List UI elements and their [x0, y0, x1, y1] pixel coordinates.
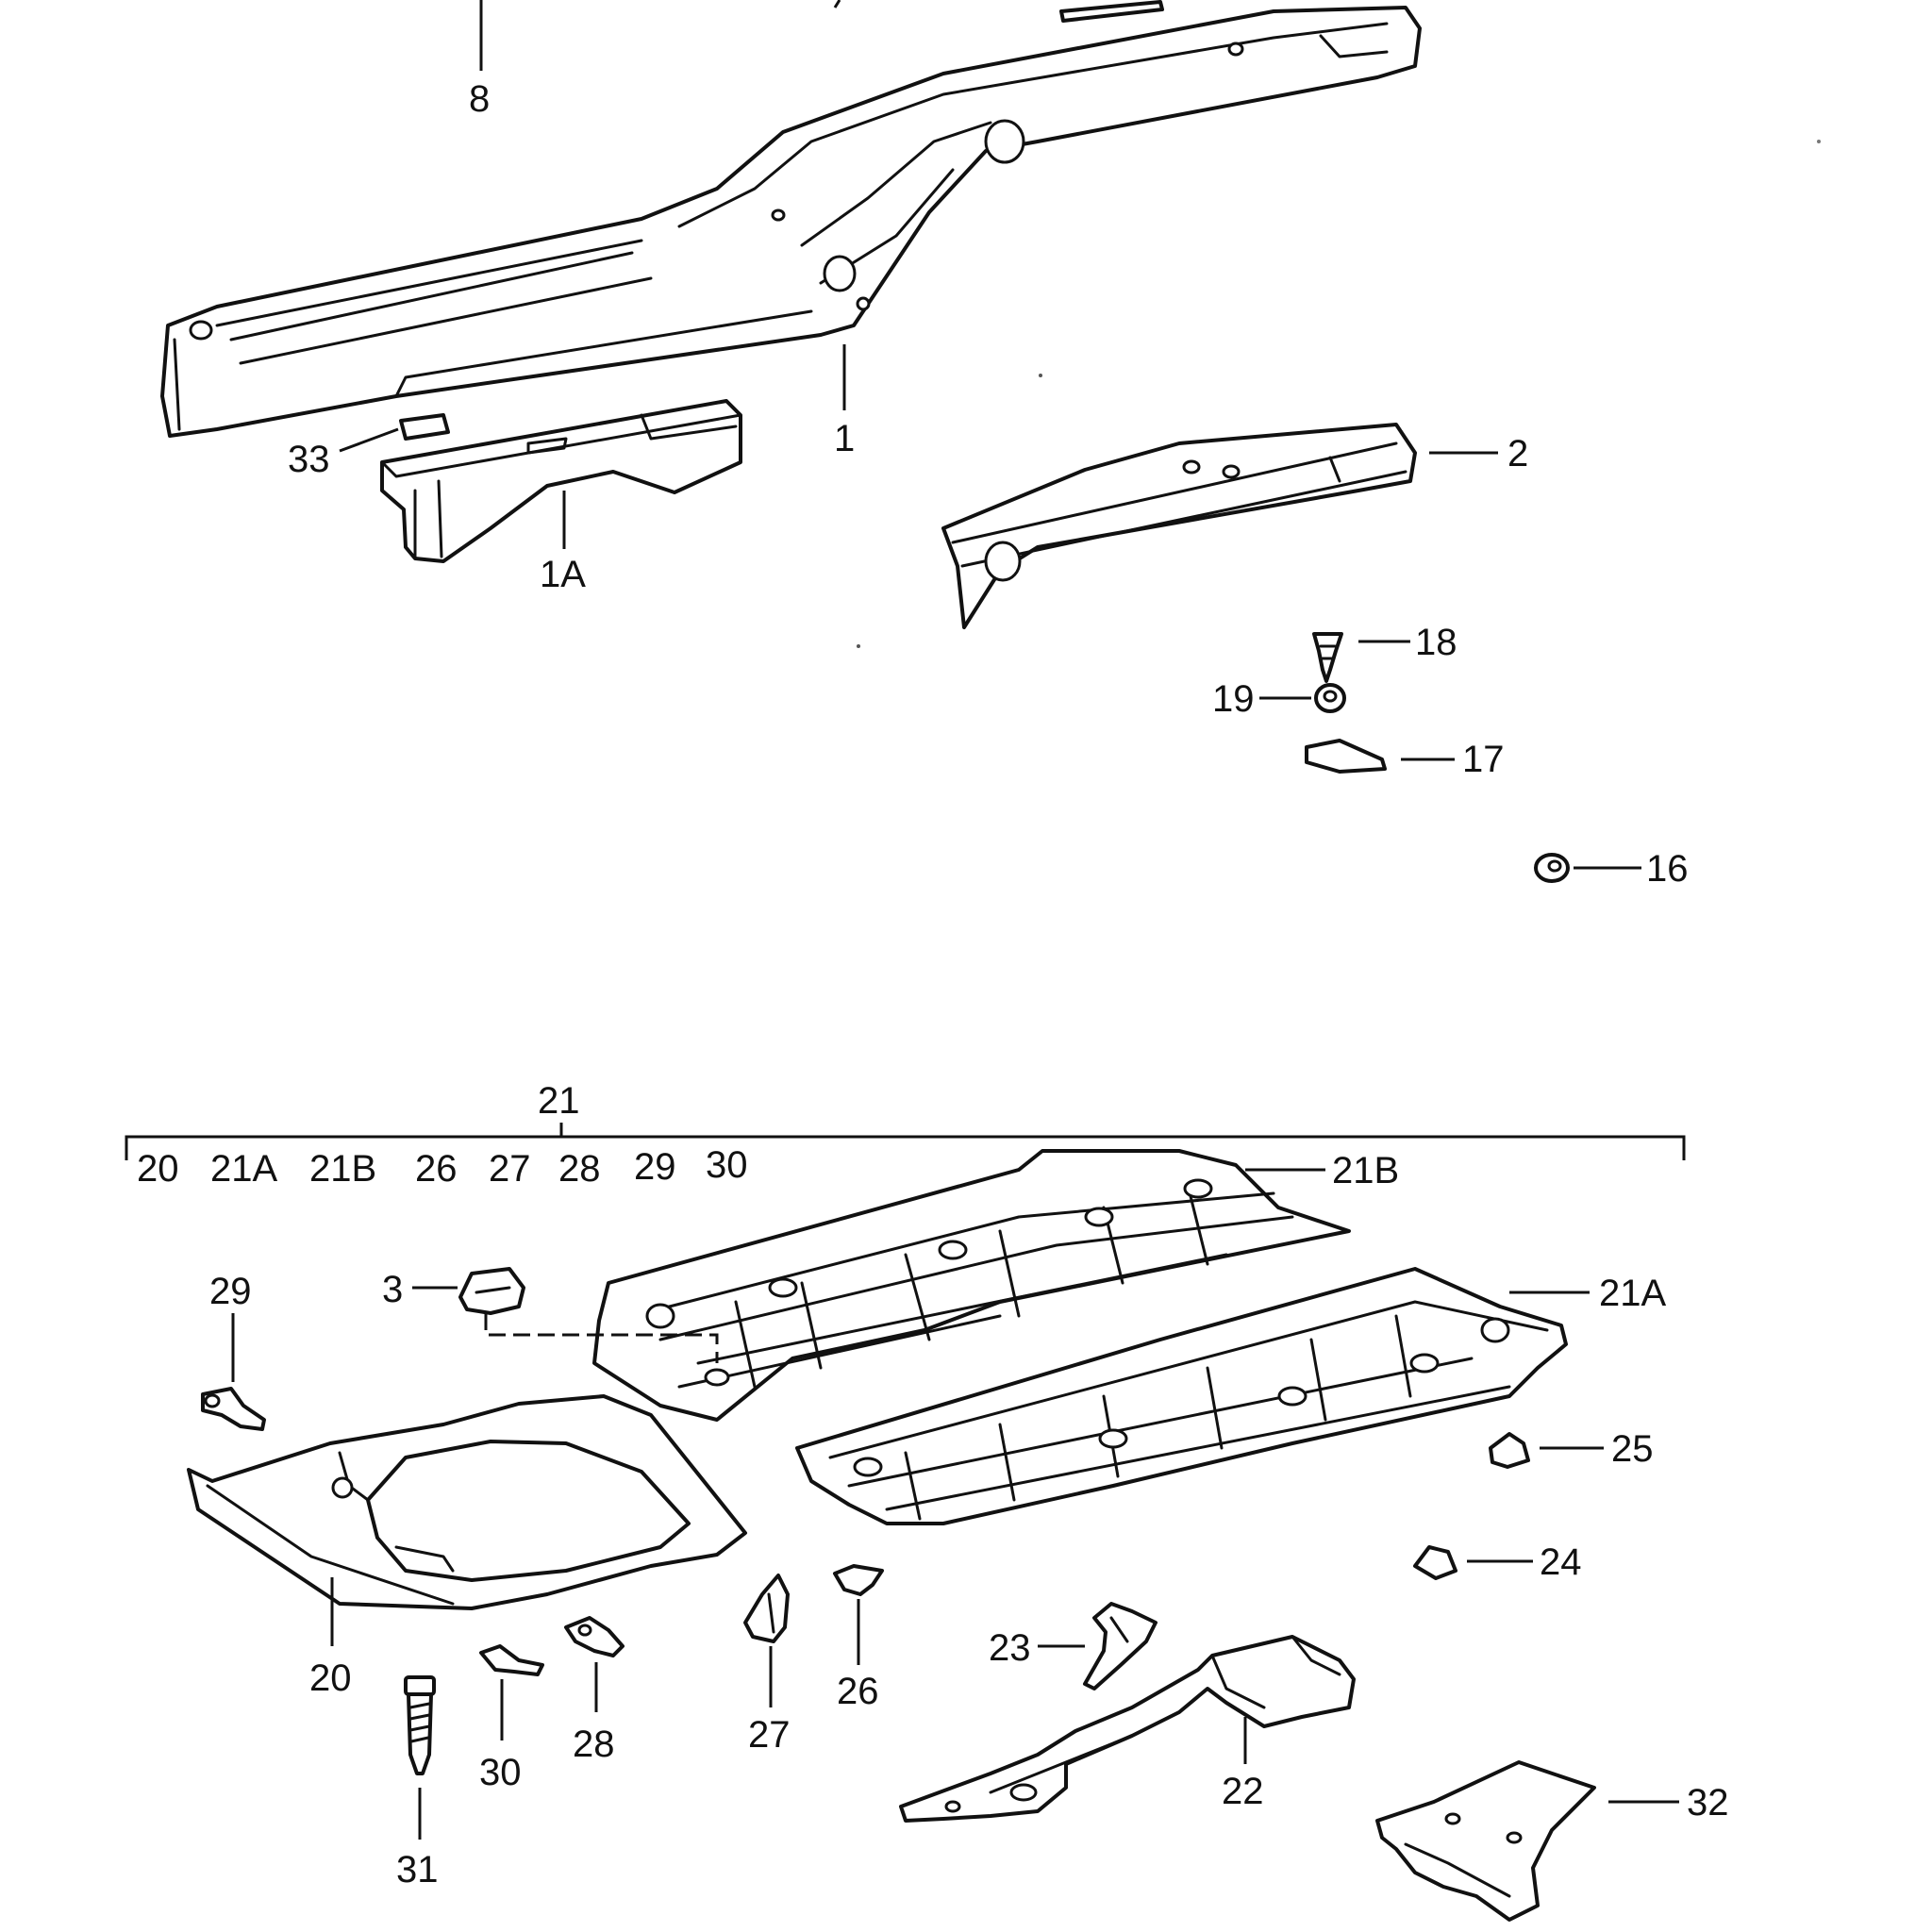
callout-30: 30 [479, 1752, 522, 1793]
part-24-nut: 24 [1413, 1541, 1582, 1583]
callout-16: 16 [1646, 848, 1689, 890]
part-21b-floor-panel: 21B [592, 1149, 1399, 1422]
part-25-nut: 25 [1489, 1428, 1654, 1470]
part-30-clip: 30 [479, 1644, 544, 1793]
group-21-item-1: 21A [210, 1148, 277, 1190]
part-2-member: 2 [941, 423, 1528, 629]
part-33-plate: 33 [288, 413, 450, 480]
callout-28: 28 [573, 1724, 615, 1765]
callout-1a: 1A [540, 554, 586, 595]
group-21-item-7: 30 [706, 1144, 748, 1186]
callout-32: 32 [1687, 1782, 1729, 1824]
part-21a-floor-panel: 21A [795, 1267, 1666, 1525]
group-21-item-4: 27 [489, 1148, 531, 1190]
callout-19: 19 [1212, 678, 1255, 720]
callout-21a: 21A [1599, 1273, 1666, 1314]
callout-22: 22 [1222, 1771, 1264, 1812]
part-1a-bracket: 1A [380, 399, 742, 595]
group-21-item-6: 29 [634, 1146, 676, 1188]
part-32-shield: 32 [1375, 1760, 1729, 1922]
callout-27: 27 [748, 1714, 791, 1756]
part-18-screw: 18 [1312, 622, 1457, 683]
part-28-bracket: 28 [564, 1616, 625, 1765]
callout-33: 33 [288, 439, 330, 480]
callout-26: 26 [837, 1671, 879, 1712]
callout-18: 18 [1415, 622, 1457, 663]
part-23-bracket: 23 [989, 1602, 1158, 1690]
part-17-cover: 17 [1305, 739, 1505, 780]
part-27-corner-piece: 27 [743, 1574, 791, 1756]
group-21-item-2: 21B [309, 1148, 376, 1190]
group-21-item-0: 20 [137, 1148, 179, 1190]
scan-speck [857, 644, 860, 648]
part-1-longitudinal-member [160, 6, 1422, 438]
part-3-grommet: 3 [382, 1267, 719, 1363]
callout-17: 17 [1462, 739, 1505, 780]
part-8-strip: 8 [469, 0, 1164, 120]
group-21-item-5: 28 [558, 1148, 601, 1190]
part-16-plug: 16 [1534, 848, 1689, 890]
group-21-bracket: 21 20 21A 21B 26 27 28 29 30 [125, 1080, 1686, 1190]
callout-25: 25 [1611, 1428, 1654, 1470]
part-20-panel: 20 [187, 1394, 747, 1699]
callout-3: 3 [382, 1269, 403, 1310]
group-21-item-3: 26 [415, 1148, 458, 1190]
part-26-clip: 26 [833, 1564, 884, 1712]
callout-2: 2 [1507, 433, 1528, 475]
part-19-washer: 19 [1212, 678, 1346, 720]
callout-24: 24 [1540, 1541, 1582, 1583]
callout-29: 29 [209, 1271, 252, 1312]
callout-21: 21 [538, 1080, 580, 1122]
scan-speck [1817, 140, 1821, 143]
part-22-cross-member: 22 [899, 1635, 1356, 1823]
callout-31: 31 [396, 1849, 439, 1890]
part-31-bolt: 31 [396, 1675, 439, 1890]
callout-23: 23 [989, 1627, 1031, 1669]
callout-20: 20 [309, 1657, 352, 1699]
callout-8: 8 [469, 78, 490, 120]
part-29-bracket: 29 [201, 1271, 266, 1431]
callout-1: 1 [834, 418, 855, 459]
callout-21b: 21B [1332, 1150, 1399, 1191]
scan-speck [1039, 374, 1042, 377]
